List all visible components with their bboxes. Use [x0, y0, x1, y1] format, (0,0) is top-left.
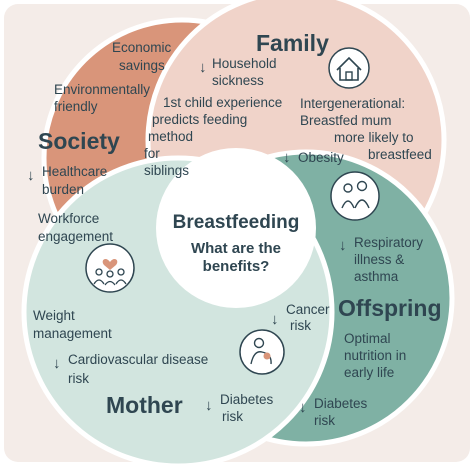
society-economic-line1: Economic: [112, 40, 172, 55]
society-workforce-line1: Workforce: [38, 211, 100, 226]
offspring-diabetes-line2: risk: [314, 413, 335, 428]
down-arrow-icon: ↓: [339, 237, 347, 254]
down-arrow-icon: ↓: [283, 149, 291, 166]
down-arrow-icon: ↓: [271, 311, 279, 328]
society-environment-line1: Environmentally: [54, 82, 151, 97]
down-arrow-icon: ↓: [205, 397, 213, 414]
down-arrow-icon: ↓: [199, 59, 207, 76]
family-first-child-line3: method: [148, 129, 194, 144]
offspring-respiratory-line2: illness &: [354, 252, 405, 267]
family-icon: [330, 171, 380, 221]
breastfeeding-mother-icon: [239, 329, 285, 375]
center-title: Breastfeeding: [172, 212, 300, 233]
offspring-respiratory-line3: asthma: [354, 269, 399, 284]
offspring-respiratory-line1: Respiratory: [354, 235, 424, 250]
society-workforce-line2: engagement: [38, 229, 114, 244]
offspring-nutrition-line3: early life: [344, 365, 395, 380]
offspring-obesity: Obesity: [298, 150, 344, 165]
society-environment-line2: friendly: [54, 99, 98, 114]
down-arrow-icon: ↓: [299, 399, 307, 416]
down-arrow-icon: ↓: [27, 167, 35, 184]
center-subtitle-line1: What are the: [190, 240, 281, 257]
society-healthcare-line1: Healthcare: [42, 164, 108, 179]
family-intergenerational-line3: more likely to: [334, 130, 414, 145]
family-intergenerational-line2: Breastfed mum: [300, 113, 392, 128]
mother-cardiovascular-line1: Cardiovascular disease: [68, 352, 209, 367]
family-first-child-line4: for: [144, 146, 160, 161]
offspring-diabetes-line1: Diabetes: [314, 396, 368, 411]
society-heading: Society: [38, 128, 120, 154]
offspring-nutrition-line2: nutrition in: [344, 348, 407, 363]
family-intergenerational-line4: breastfeed: [368, 147, 432, 162]
mother-cancer-line2: risk: [290, 318, 311, 333]
down-arrow-icon: ↓: [53, 355, 61, 372]
family-first-child-line5: siblings: [144, 163, 190, 178]
society-healthcare-line2: burden: [42, 182, 85, 197]
family-first-child-line2: predicts feeding: [152, 112, 248, 127]
mother-weight-line2: management: [33, 326, 112, 341]
mother-weight-line1: Weight: [33, 308, 75, 323]
mother-diabetes-line2: risk: [222, 409, 243, 424]
family-heading: Family: [256, 30, 329, 56]
community-icon: [85, 243, 135, 293]
center-subtitle-line2: benefits?: [202, 258, 270, 275]
mother-cardiovascular-line2: risk: [68, 371, 89, 386]
society-economic-line2: savings: [119, 58, 165, 73]
family-household-line1: Household: [212, 56, 277, 71]
offspring-heading: Offspring: [338, 295, 442, 321]
mother-diabetes-line1: Diabetes: [220, 392, 274, 407]
center-circle: [156, 148, 316, 308]
offspring-nutrition-line1: Optimal: [344, 331, 391, 346]
family-first-child-line1: 1st child experience: [163, 95, 283, 110]
family-intergenerational-line1: Intergenerational:: [300, 96, 406, 111]
mother-heading: Mother: [106, 392, 183, 418]
mother-cancer-line1: Cancer: [286, 302, 330, 317]
family-household-line2: sickness: [212, 73, 264, 88]
house-icon: [328, 47, 370, 89]
